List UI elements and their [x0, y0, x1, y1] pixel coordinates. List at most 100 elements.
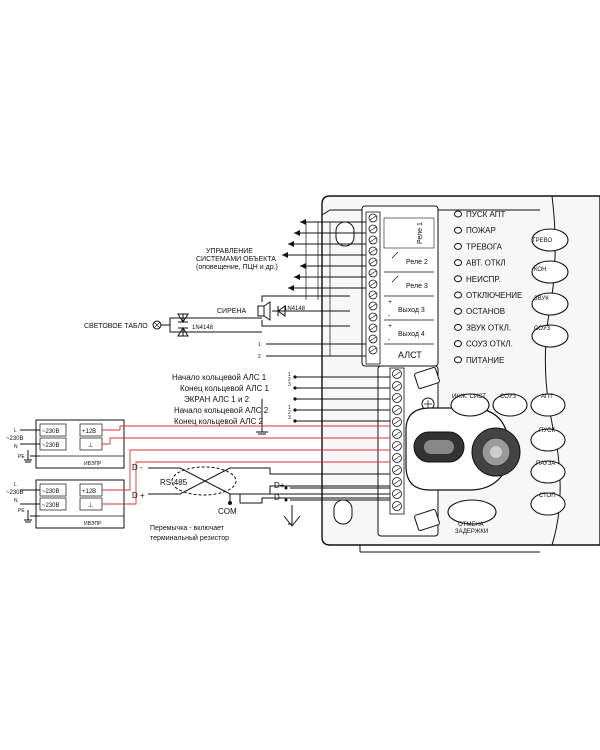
button-inzh-sist[interactable]: ИНЖ. СИСТ — [450, 393, 490, 417]
indicator-led-light — [454, 242, 462, 250]
als-wire-node — [293, 386, 297, 390]
power-supply-1: ~230В ~230В +12В ⊥ ИВЭПР ~230В L N PE — [6, 419, 125, 469]
side-button-souz[interactable]: СОУЗ — [531, 324, 569, 348]
control-label-line3: (оповещение, ПЦН и др.) — [196, 264, 278, 271]
als-terminal-number: 3 — [288, 415, 291, 421]
als-wire-node — [293, 397, 297, 401]
button-otmena-line2: ЗАДЕРЖКИ — [455, 529, 488, 535]
relay-terminal-slot — [369, 215, 377, 221]
indicator-led-light — [454, 210, 462, 218]
als-label: Начало кольцевой АЛС 1 — [172, 373, 267, 382]
control-wire-arrow — [282, 252, 288, 258]
control-label-line1: УПРАВЛЕНИЕ — [206, 248, 253, 255]
alst-label: АЛСТ — [398, 350, 422, 360]
als-terminal-slot — [393, 491, 401, 497]
light-panel-circuit: СВЕТОВОЕ ТАБЛО 1N4148 — [84, 313, 262, 337]
control-wire-arrow — [300, 219, 306, 225]
control-wire-arrow — [294, 230, 300, 236]
psu2-plus12: +12В — [82, 489, 96, 495]
psu1-in1: ~230В — [42, 429, 60, 435]
side-button-zvuk[interactable]: ЗВУК — [531, 292, 569, 316]
psu2-mains: ~230В — [6, 490, 24, 496]
out4-minus: - — [388, 337, 391, 344]
als-label: Начало кольцевой АЛС 2 — [174, 406, 269, 415]
d-plus-right-label: D+ — [274, 481, 285, 490]
button-stop-label: СТОП — [539, 493, 556, 499]
side-button-zvuk-label: ЗВУК — [534, 296, 549, 302]
rs485-bus: D - D + RS-485 COM D+ D - Перемычка - вк… — [132, 463, 390, 542]
psu2-name: ИВЭПР — [84, 521, 102, 527]
als-terminal-slot — [393, 443, 401, 449]
als-terminal-strip — [389, 367, 440, 531]
siren-circuit: СИРЕНА 1N4148 — [217, 295, 350, 327]
psu1-plus12: +12В — [82, 429, 96, 435]
button-otmena-line1: ОТМЕНА — [458, 522, 484, 528]
relay-terminal-slot — [369, 336, 377, 342]
button-pauza[interactable]: ПАУЗА — [530, 460, 566, 484]
light-panel-label: СВЕТОВОЕ ТАБЛО — [84, 323, 148, 330]
indicator-led: ЗВУК ОТКЛ. — [454, 323, 511, 332]
button-souz[interactable]: СОУЗ — [492, 393, 528, 417]
psu2-in1: ~230В — [42, 489, 60, 495]
als-wire-node — [293, 408, 297, 412]
psu2-in2: ~230В — [42, 503, 60, 509]
indicator-led-light — [454, 307, 462, 315]
indicator-label: СОУЗ ОТКЛ. — [466, 340, 513, 349]
side-button-kon[interactable]: КОН — [531, 260, 569, 284]
als-terminal-slot — [393, 383, 401, 389]
indicator-label: ПОЖАР — [466, 226, 496, 235]
indicator-label: ПУСК АПТ — [466, 210, 505, 219]
als-terminal-slot — [393, 431, 401, 437]
als-terminal-number: 3 — [288, 382, 291, 388]
d-minus-label: D - — [132, 463, 143, 472]
diode2-label: 1N4148 — [192, 325, 214, 331]
als-terminal-number: 1 — [288, 405, 291, 411]
diode1-label: 1N4148 — [284, 306, 306, 312]
control-output-wires — [282, 219, 366, 356]
als-terminal-slot — [393, 395, 401, 401]
psu1-l: L — [14, 428, 17, 434]
psu1-name: ИВЭПР — [84, 461, 102, 467]
button-apt[interactable]: АПТ — [530, 393, 566, 417]
relay-terminal-slot — [369, 237, 377, 243]
als-label: ЭКРАН АЛС 1 и 2 — [184, 395, 250, 404]
indicator-label: ЗВУК ОТКЛ. — [466, 323, 511, 332]
side-button-kon-label: КОН — [534, 267, 546, 273]
indicator-led-light — [454, 259, 462, 267]
jumper-line2: терминальный резистор — [150, 534, 229, 542]
als-terminal-slot — [393, 419, 401, 425]
indicator-led: ПИТАНИЕ — [454, 356, 504, 365]
button-stop[interactable]: СТОП — [530, 492, 566, 516]
control-wire-arrow — [300, 263, 306, 269]
als-label: Конец кольцевой АЛС 1 — [180, 384, 269, 393]
relay-terminal-slot — [369, 270, 377, 276]
indicator-led-light — [454, 340, 462, 348]
output-4-label: Выход 4 — [398, 331, 425, 338]
button-otmena-zaderzhki[interactable]: ОТМЕНА ЗАДЕРЖКИ — [447, 499, 497, 535]
side-button-trevoga[interactable]: ТРЕВО — [531, 228, 569, 252]
relay-terminal-slot — [369, 259, 377, 265]
indicator-led: АВТ. ОТКЛ — [454, 259, 506, 268]
indicator-led-light — [454, 356, 462, 364]
button-souz-label: СОУЗ — [500, 394, 516, 400]
side-button-trevoga-label: ТРЕВО — [532, 238, 552, 244]
shield-ground — [256, 399, 268, 435]
als-terminal-slot — [393, 455, 401, 461]
relay-terminal-strip — [365, 211, 381, 365]
indicator-led: ПОЖАР — [454, 226, 496, 235]
indicator-label: АВТ. ОТКЛ — [466, 259, 506, 268]
indicator-led: ОТКЛЮЧЕНИЕ — [454, 291, 522, 300]
als-terminal-slot — [393, 467, 401, 473]
row-number-2: 2 — [258, 354, 261, 360]
psu1-mains: ~230В — [6, 436, 24, 442]
psu2-ground: ⊥ — [88, 502, 93, 509]
als-terminal-slot — [393, 371, 401, 377]
row-number-1: 1 — [258, 342, 261, 348]
control-label: УПРАВЛЕНИЕ СИСТЕМАМИ ОБЪЕКТА (оповещение… — [196, 248, 278, 271]
relay-2-label: Реле 2 — [406, 259, 428, 266]
indicator-label: ТРЕВОГА — [466, 242, 503, 251]
als-label: Конец кольцевой АЛС 2 — [174, 417, 263, 426]
button-pusk[interactable]: ПУСК — [530, 428, 566, 452]
relay-terminal-slot — [369, 325, 377, 331]
als-terminal-slot — [393, 479, 401, 485]
